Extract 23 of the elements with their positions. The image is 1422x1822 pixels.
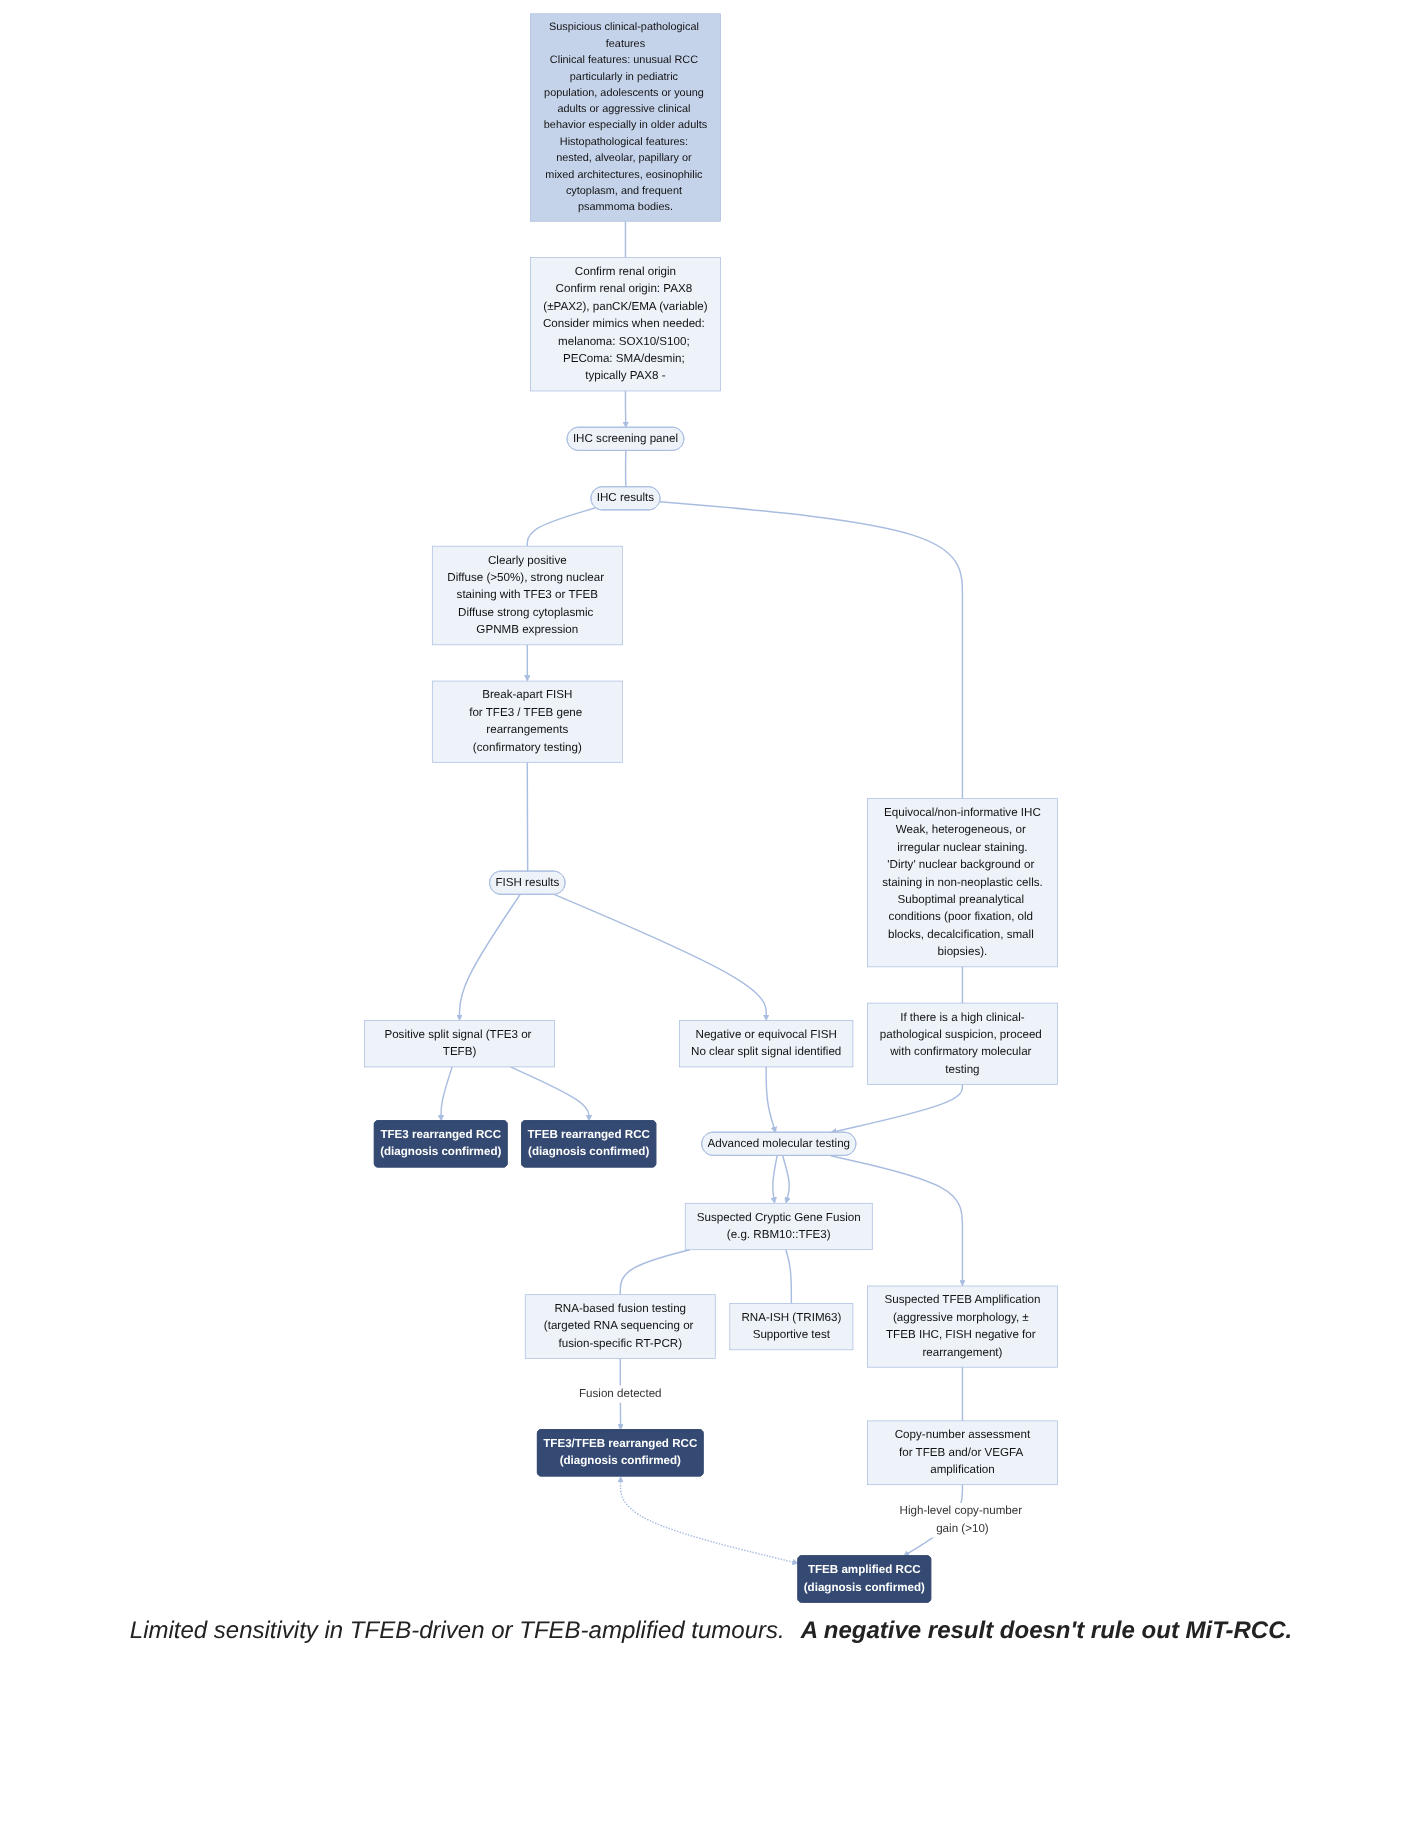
connector (785, 1248, 793, 1305)
note-text: A negative result doesn't rule out MiT-RCC. (800, 1616, 1293, 1644)
connector (619, 1248, 691, 1296)
connector (624, 450, 627, 488)
arrow (781, 1155, 791, 1204)
connector (961, 1366, 964, 1422)
connector (659, 500, 964, 800)
arrow (622, 390, 629, 428)
arrow (770, 1155, 778, 1204)
note-text: Limited sensitivity in TFEB-driven or TFEB-amplified tumours. (129, 1616, 785, 1644)
arrow (829, 1155, 966, 1287)
arrow (456, 893, 521, 1021)
connector (624, 220, 627, 259)
arrow (509, 1066, 593, 1122)
arrow (553, 893, 770, 1021)
arrow (524, 644, 531, 682)
connector (961, 966, 964, 1004)
arrow (437, 1066, 453, 1122)
arrow (617, 1476, 799, 1566)
arrow (830, 1083, 964, 1135)
arrow (765, 1066, 777, 1133)
connector (526, 761, 529, 873)
connector (526, 507, 597, 547)
